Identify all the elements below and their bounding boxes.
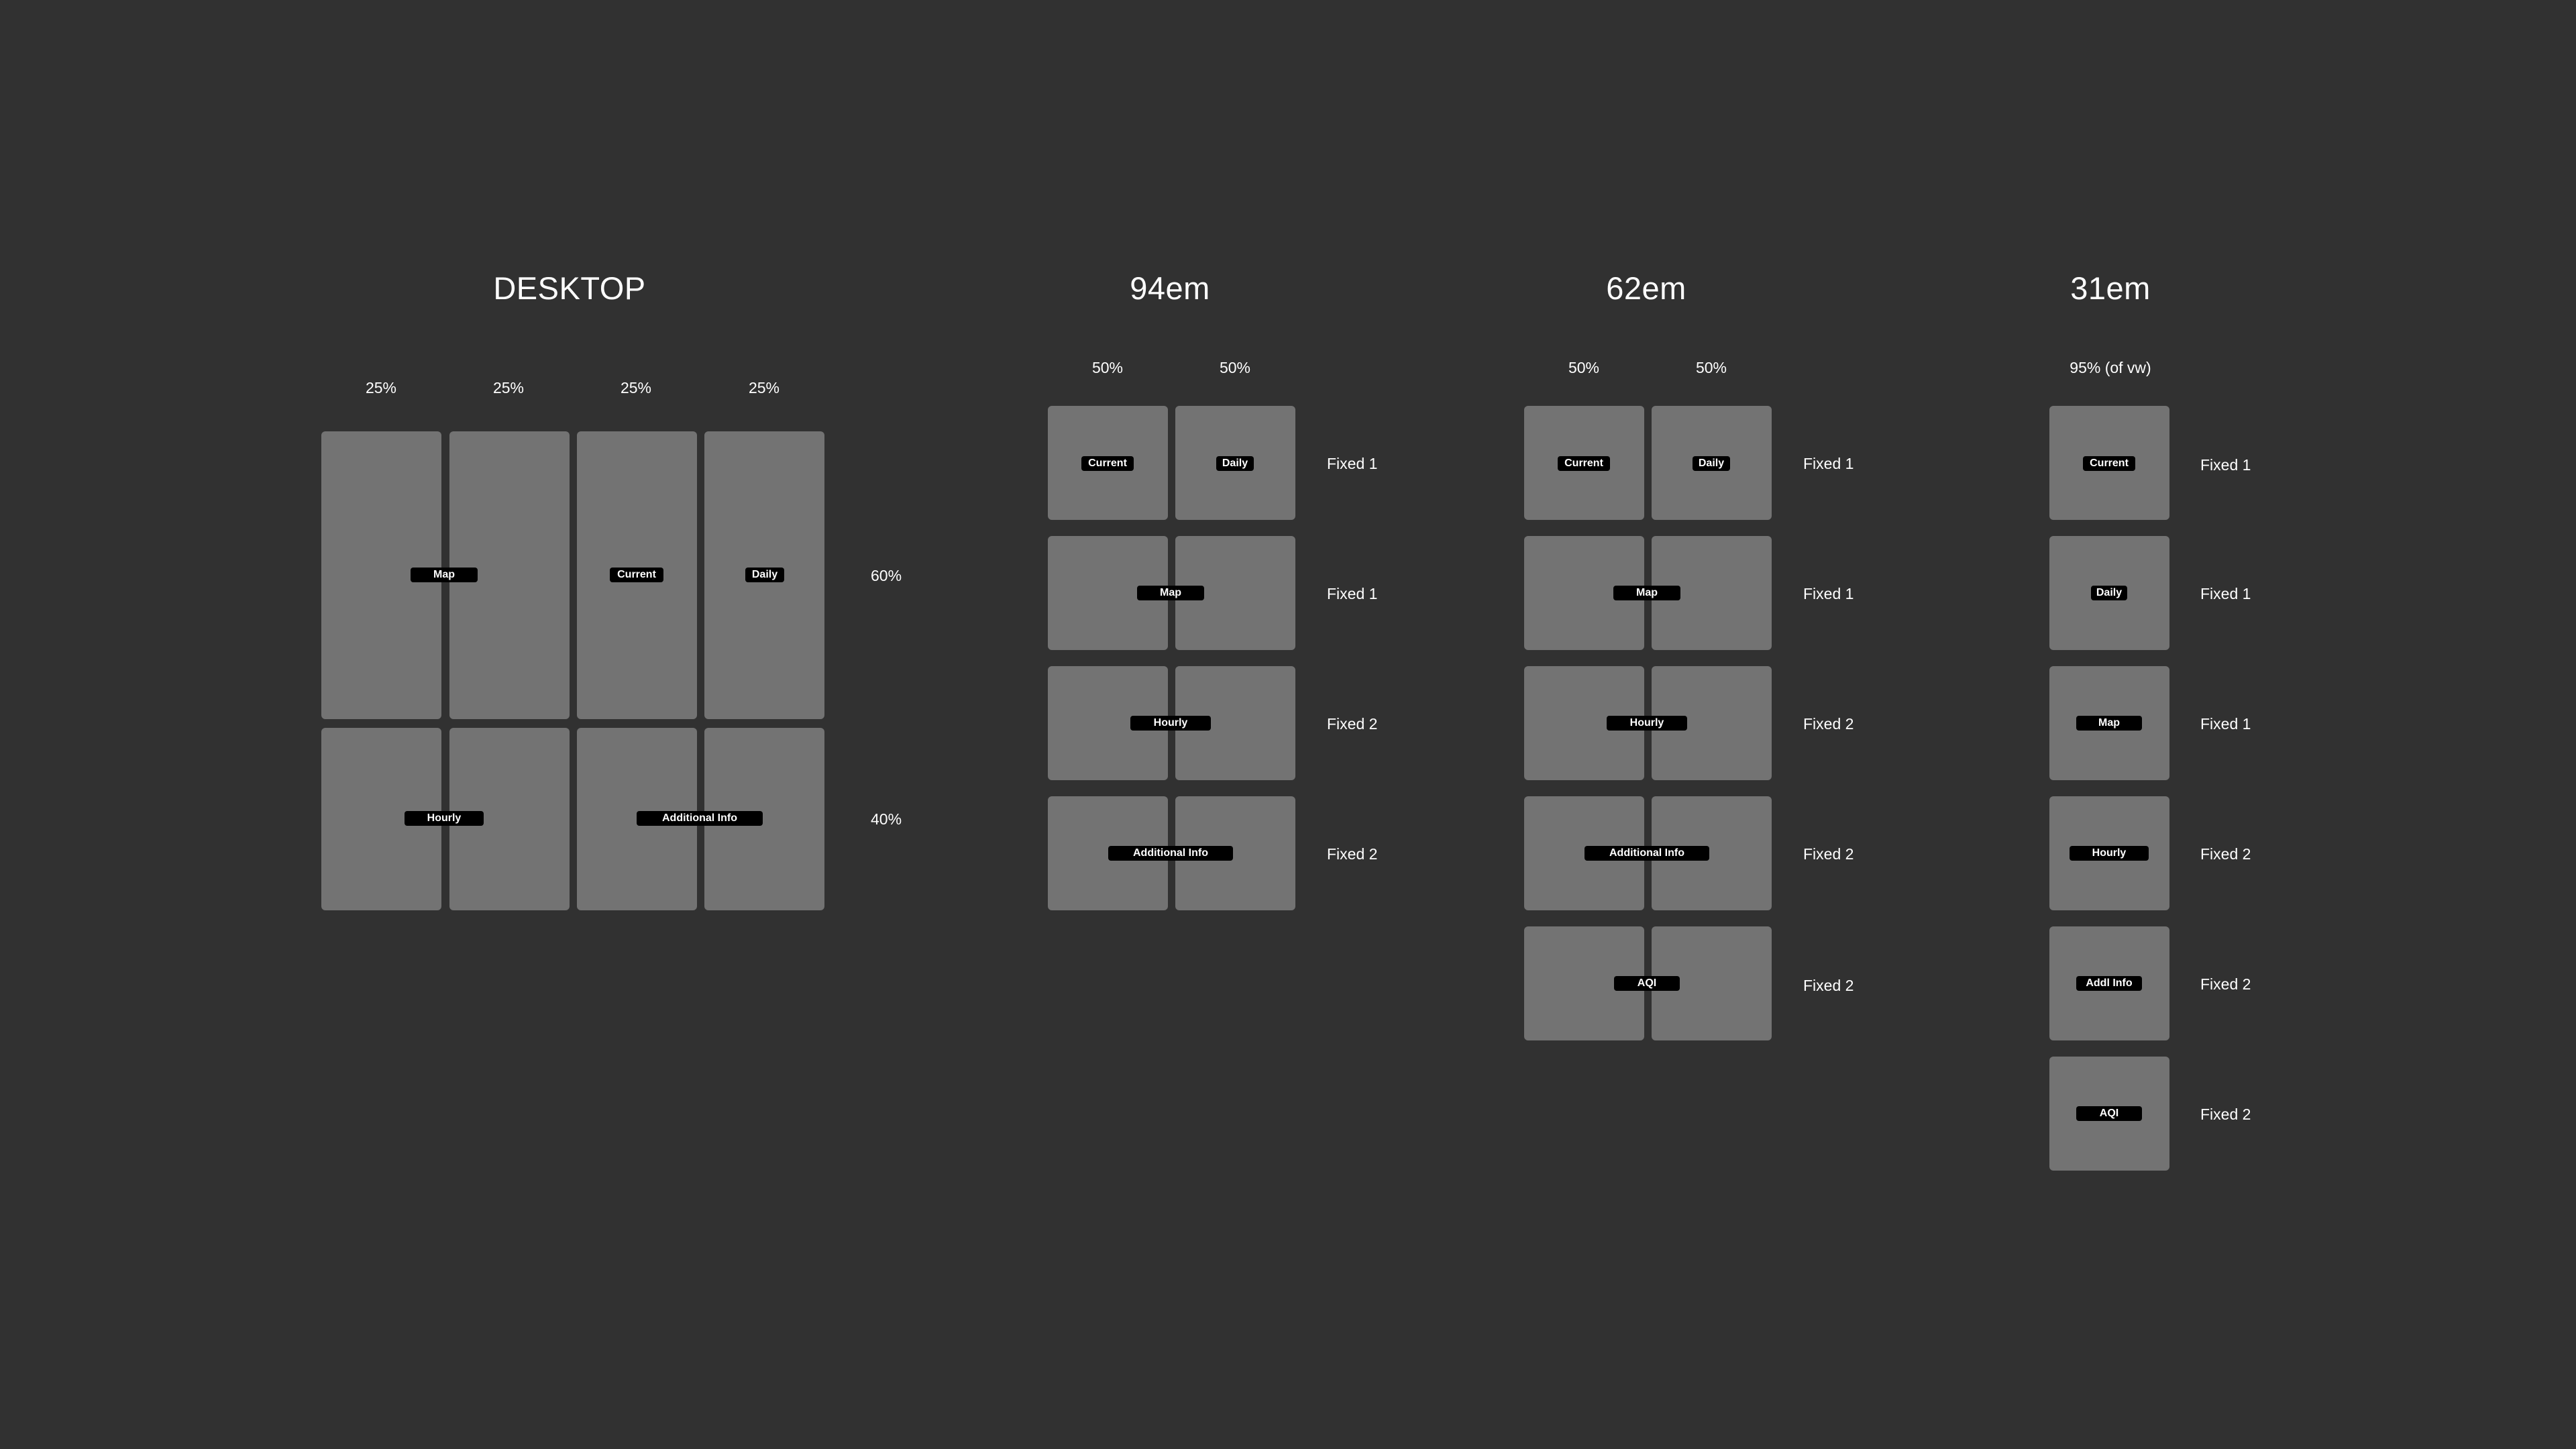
row-size-label: Fixed 2 bbox=[2200, 845, 2251, 863]
block-label-current: Current bbox=[2083, 456, 2135, 471]
row-size-label: Fixed 1 bbox=[1803, 585, 1854, 602]
desktop-title: DESKTOP bbox=[493, 270, 646, 306]
row-size-label: Fixed 1 bbox=[2200, 456, 2251, 474]
block-label-daily: Daily bbox=[1216, 456, 1254, 471]
row-size-label: Fixed 1 bbox=[2200, 585, 2251, 602]
block-label-addl-info: Addl Info bbox=[2076, 976, 2142, 991]
breakpoint-title: 62em bbox=[1606, 270, 1686, 306]
block-label-map: Map bbox=[411, 568, 478, 582]
row-size-label: Fixed 1 bbox=[1803, 455, 1854, 472]
column-width-label: 50% bbox=[1091, 359, 1124, 376]
breakpoint-title: 94em bbox=[1130, 270, 1210, 306]
block-label-current: Current bbox=[610, 568, 663, 582]
block-label-daily: Daily bbox=[1693, 456, 1730, 471]
block-label-hourly: Hourly bbox=[2070, 846, 2149, 861]
block-label-current: Current bbox=[1558, 456, 1610, 471]
block-label-current: Current bbox=[1081, 456, 1134, 471]
block-label-hourly: Hourly bbox=[1130, 716, 1211, 731]
breakpoint-title: 31em bbox=[2070, 270, 2151, 306]
block-label-map: Map bbox=[1613, 586, 1680, 600]
desktop-column-width-label: 25% bbox=[748, 379, 780, 396]
row-size-label: Fixed 1 bbox=[1327, 585, 1378, 602]
row-size-label: Fixed 2 bbox=[2200, 975, 2251, 993]
desktop-column-width-label: 25% bbox=[492, 379, 525, 396]
row-size-label: Fixed 2 bbox=[1803, 845, 1854, 863]
row-size-label: Fixed 2 bbox=[2200, 1106, 2251, 1123]
row-size-label: Fixed 2 bbox=[1327, 845, 1378, 863]
block-label-hourly: Hourly bbox=[1607, 716, 1687, 731]
block-label-daily: Daily bbox=[2091, 586, 2127, 600]
block-label-daily: Daily bbox=[745, 568, 784, 582]
desktop-column-width-label: 25% bbox=[365, 379, 397, 396]
column-width-label: 50% bbox=[1568, 359, 1600, 376]
block-label-map: Map bbox=[2076, 716, 2142, 731]
row-size-label: Fixed 2 bbox=[1803, 977, 1854, 994]
column-width-label: 50% bbox=[1219, 359, 1251, 376]
block-label-aqi: AQI bbox=[1614, 976, 1680, 991]
block-label-aqi: AQI bbox=[2076, 1106, 2142, 1121]
row-size-label: Fixed 1 bbox=[2200, 715, 2251, 733]
block-label-map: Map bbox=[1137, 586, 1204, 600]
desktop-row-height-label: 40% bbox=[871, 810, 902, 828]
block-label-hourly: Hourly bbox=[405, 811, 484, 826]
block-label-additional-info: Additional Info bbox=[637, 811, 763, 826]
block-label-additional-info: Additional Info bbox=[1585, 846, 1709, 861]
row-size-label: Fixed 2 bbox=[1327, 715, 1378, 733]
desktop-column-width-label: 25% bbox=[620, 379, 652, 396]
row-size-label: Fixed 2 bbox=[1803, 715, 1854, 733]
block-label-additional-info: Additional Info bbox=[1108, 846, 1233, 861]
desktop-row-height-label: 60% bbox=[871, 567, 902, 584]
row-size-label: Fixed 1 bbox=[1327, 455, 1378, 472]
column-width-label: 50% bbox=[1695, 359, 1727, 376]
column-width-label: 95% (of vw) bbox=[2070, 359, 2151, 376]
